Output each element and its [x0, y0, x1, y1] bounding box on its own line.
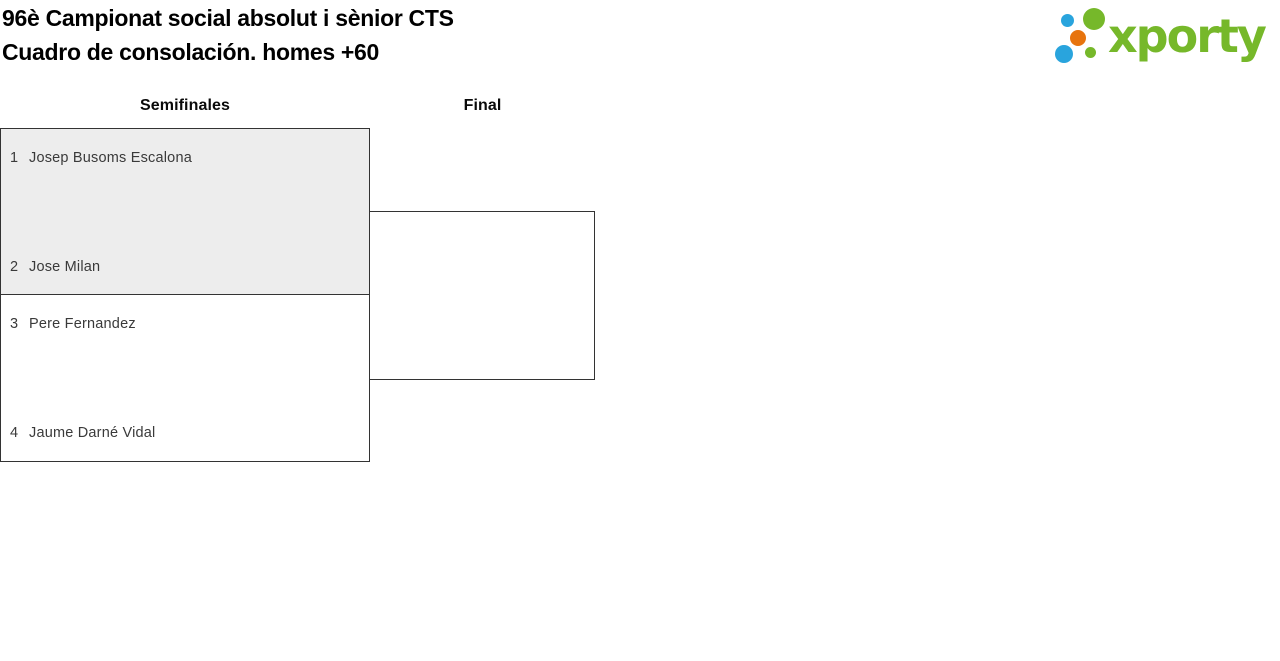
- xporty-dots-icon: [1045, 4, 1107, 66]
- player-name: Jose Milan: [29, 259, 101, 275]
- player-seed: 3: [10, 316, 19, 332]
- logo-dot-green-small: [1085, 47, 1096, 58]
- logo-dot-green-large: [1083, 8, 1105, 30]
- match-semifinal-2[interactable]: 3 Pere Fernandez 4 Jaume Darné Vidal: [0, 294, 370, 462]
- logo-dot-blue-large: [1055, 45, 1073, 63]
- match-semifinal-1[interactable]: 1 Josep Busoms Escalona 2 Jose Milan: [0, 128, 370, 296]
- player-name: Josep Busoms Escalona: [29, 150, 192, 166]
- xporty-logo[interactable]: xporty: [1045, 4, 1275, 70]
- tournament-title: 96è Campionat social absolut i sènior CT…: [2, 5, 454, 31]
- player-name: Pere Fernandez: [29, 316, 136, 332]
- player-seed: 2: [10, 259, 19, 275]
- round-header-final: Final: [463, 97, 502, 114]
- player-row-seed-1: 1 Josep Busoms Escalona: [10, 149, 361, 167]
- logo-dot-blue-small: [1061, 14, 1074, 27]
- player-seed: 4: [10, 425, 19, 441]
- match-final[interactable]: [369, 211, 595, 380]
- round-header-semifinales: Semifinales: [139, 97, 231, 114]
- page-title: 96è Campionat social absolut i sènior CT…: [2, 1, 454, 69]
- draw-subtitle: Cuadro de consolación. homes +60: [2, 39, 380, 65]
- xporty-logo-text: xporty: [1108, 9, 1267, 63]
- player-seed: 1: [10, 150, 19, 166]
- logo-dot-orange: [1070, 30, 1086, 46]
- player-name: Jaume Darné Vidal: [29, 425, 156, 441]
- player-row-seed-4: 4 Jaume Darné Vidal: [10, 424, 361, 442]
- player-row-seed-2: 2 Jose Milan: [10, 258, 361, 276]
- player-row-seed-3: 3 Pere Fernandez: [10, 315, 361, 333]
